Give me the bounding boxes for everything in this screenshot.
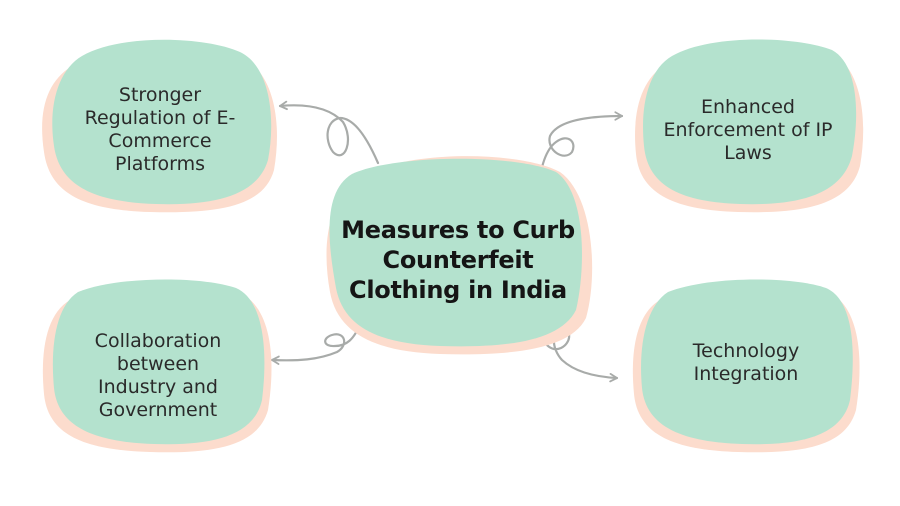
node-label-line: Regulation of E- [84, 107, 236, 129]
node-technology-label: Technology Integration [646, 336, 846, 390]
node-regulation-shape [42, 39, 277, 213]
connector-to-collaboration [270, 320, 363, 365]
node-label-line: Platforms [114, 153, 206, 175]
node-label-line: Laws [724, 141, 772, 164]
node-label-line: between [116, 353, 200, 375]
center-title-line: Measures to Curb [341, 216, 575, 244]
node-regulation-label: Stronger Regulation of E- Commerce Platf… [60, 80, 260, 180]
center-shape [326, 156, 593, 355]
node-label-line: Technology [692, 340, 800, 362]
node-enforcement-label: Enhanced Enforcement of IP Laws [648, 92, 848, 168]
connector-to-regulation [278, 100, 380, 165]
center-title: Measures to Curb Counterfeit Clothing in… [330, 212, 586, 308]
node-label-line: Collaboration [94, 330, 222, 352]
node-collaboration-label: Collaboration between Industry and Gover… [58, 326, 258, 426]
node-label-line: Industry and [98, 376, 218, 398]
connector-to-enforcement [536, 111, 624, 194]
node-technology-shape [632, 279, 860, 453]
node-label-line: Commerce [108, 130, 212, 152]
node-label-line: Integration [693, 363, 799, 385]
node-label-line: Enforcement of IP [663, 118, 833, 141]
node-label-line: Stronger [118, 84, 202, 106]
node-enforcement-shape [635, 39, 864, 213]
center-title-line: Counterfeit [382, 246, 534, 274]
node-label-line: Government [98, 399, 218, 421]
center-title-line: Clothing in India [349, 276, 567, 304]
node-collaboration-shape [42, 279, 272, 453]
node-label-line: Enhanced [701, 95, 795, 118]
connectors [270, 100, 624, 383]
